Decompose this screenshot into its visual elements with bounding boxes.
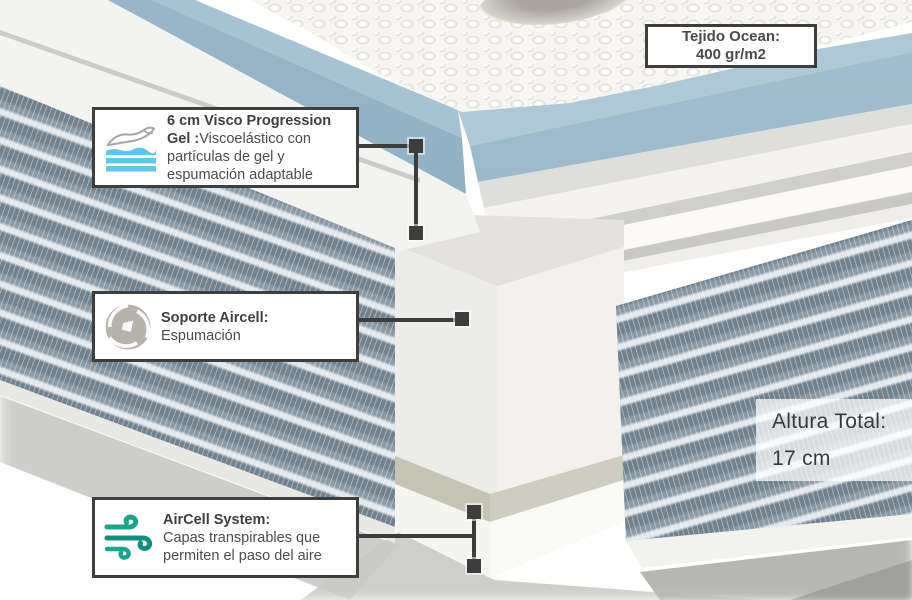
aircell-connector-line bbox=[359, 534, 476, 538]
aperture-foam-icon bbox=[103, 302, 153, 352]
altura-total-label: Altura Total: 17 cm bbox=[756, 399, 912, 481]
visco-measure-line bbox=[414, 153, 418, 229]
visco-connector-line bbox=[359, 144, 414, 148]
aircell-measure-line bbox=[472, 516, 476, 562]
hand-gel-layers-icon bbox=[103, 124, 159, 172]
aircell-measure-bottom bbox=[467, 559, 481, 573]
callout-aircell-system: AirCell System: Capas transpirables que … bbox=[92, 497, 359, 578]
callout-visco-gel: 6 cm Visco Progression Gel :Viscoelástic… bbox=[92, 107, 359, 188]
aircell-title: AirCell System: bbox=[163, 511, 271, 528]
soporte-title: Soporte Aircell: bbox=[161, 309, 269, 326]
callout-tejido-ocean: Tejido Ocean: 400 gr/m2 bbox=[645, 24, 817, 68]
visco-connector-corner bbox=[409, 139, 423, 153]
tejido-subtitle: 400 gr/m2 bbox=[695, 46, 767, 63]
tejido-title: Tejido Ocean: bbox=[681, 28, 781, 45]
aircell-measure-top bbox=[467, 505, 481, 519]
altura-line2: 17 cm bbox=[772, 447, 831, 470]
altura-line1: Altura Total: bbox=[772, 410, 887, 433]
visco-line2-rest: Viscoelástico con bbox=[199, 130, 312, 147]
visco-title-line2: Gel : bbox=[167, 130, 200, 147]
wind-icon bbox=[103, 514, 155, 562]
soporte-connector-end bbox=[455, 312, 469, 326]
soporte-body: Espumación bbox=[161, 327, 241, 344]
callout-soporte-aircell: Soporte Aircell: Espumación bbox=[92, 291, 359, 362]
visco-line2: Gel :Viscoelástico con bbox=[167, 130, 331, 148]
visco-line3: partículas de gel y bbox=[167, 148, 285, 165]
visco-title-line1: 6 cm Visco Progression bbox=[167, 112, 332, 129]
aircell-line1: Capas transpirables que bbox=[163, 529, 321, 546]
visco-measure-end bbox=[409, 226, 423, 240]
aircell-line2: permiten el paso del aire bbox=[163, 547, 322, 564]
soporte-connector-line bbox=[359, 318, 458, 322]
visco-line4: espumación adaptable bbox=[167, 166, 313, 183]
